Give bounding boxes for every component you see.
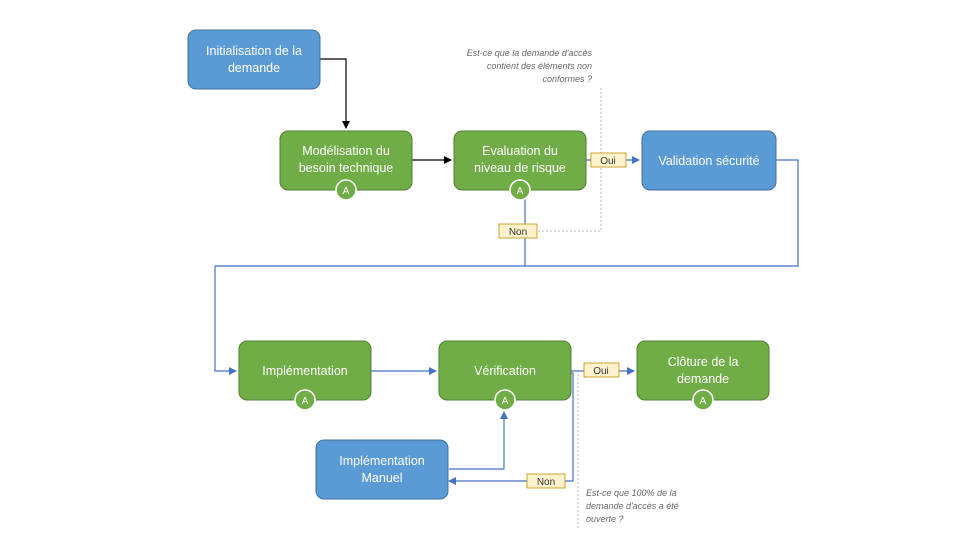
badge-cloture-text: A <box>700 396 707 407</box>
badge-modelisation-text: A <box>343 186 350 197</box>
note-top: Est-ce que la demande d'accès contient d… <box>467 48 593 84</box>
note-top-line-2: contient des éléments non <box>487 61 592 71</box>
node-cloture[interactable]: Clôture de la demande A <box>636 340 770 411</box>
connector-impl-manuel-to-verification <box>449 411 508 470</box>
node-impl-manuel[interactable]: Implémentation Manuel <box>315 439 449 500</box>
node-evaluation-line-1: Evaluation du <box>482 144 558 158</box>
label-non-bottom: Non <box>526 473 566 489</box>
label-oui-bottom: Oui <box>583 362 620 378</box>
note-bottom: Est-ce que 100% de la demande d'accès a … <box>586 488 679 524</box>
node-validation-line-1: Validation sécurité <box>658 154 759 168</box>
badge-modelisation <box>335 179 357 201</box>
note-bottom-line-3: ouverte ? <box>586 514 624 524</box>
node-impl-manuel-line-1: Implémentation <box>339 454 425 468</box>
label-non-top-text: Non <box>509 227 527 238</box>
node-initialisation[interactable]: Initialisation de la demande <box>187 29 321 90</box>
badge-evaluation-text: A <box>517 186 524 197</box>
label-non-top: Non <box>498 223 538 239</box>
label-non-bottom-text: Non <box>537 477 555 488</box>
label-oui-bottom-text: Oui <box>593 366 609 377</box>
note-top-line-3: conformes ? <box>542 74 592 84</box>
node-cloture-line-1: Clôture de la <box>668 355 739 369</box>
badge-evaluation <box>509 179 531 201</box>
note-bottom-line-1: Est-ce que 100% de la <box>586 488 677 498</box>
node-verification-line-1: Vérification <box>474 364 536 378</box>
node-modelisation[interactable]: Modélisation du besoin technique A <box>279 130 413 201</box>
badge-implementation <box>294 389 316 411</box>
node-cloture-line-2: demande <box>677 372 729 386</box>
connector-verification-to-impl-manuel <box>448 372 574 485</box>
connector-init-to-modelisation <box>320 58 350 129</box>
label-oui-top: Oui <box>590 152 627 168</box>
note-leader-top <box>538 88 602 232</box>
node-implementation-line-1: Implémentation <box>262 364 348 378</box>
node-initialisation-line-1: Initialisation de la <box>206 44 302 58</box>
node-evaluation[interactable]: Evaluation du niveau de risque A <box>453 130 587 201</box>
connector-validation-to-implementation <box>214 159 799 375</box>
node-modelisation-line-1: Modélisation du <box>302 144 390 158</box>
node-validation[interactable]: Validation sécurité <box>641 130 777 191</box>
node-initialisation-line-2: demande <box>228 61 280 75</box>
node-verification[interactable]: Vérification A <box>438 340 572 411</box>
badge-verification <box>494 389 516 411</box>
note-bottom-line-2: demande d'accès a été <box>586 501 679 511</box>
badge-verification-text: A <box>502 396 509 407</box>
label-oui-top-text: Oui <box>600 156 616 167</box>
badge-implementation-text: A <box>302 396 309 407</box>
node-modelisation-line-2: besoin technique <box>299 161 394 175</box>
node-evaluation-line-2: niveau de risque <box>474 161 566 175</box>
note-top-line-1: Est-ce que la demande d'accès <box>467 48 593 58</box>
badge-cloture <box>692 389 714 411</box>
node-impl-manuel-line-2: Manuel <box>362 471 403 485</box>
node-implementation[interactable]: Implémentation A <box>238 340 372 411</box>
